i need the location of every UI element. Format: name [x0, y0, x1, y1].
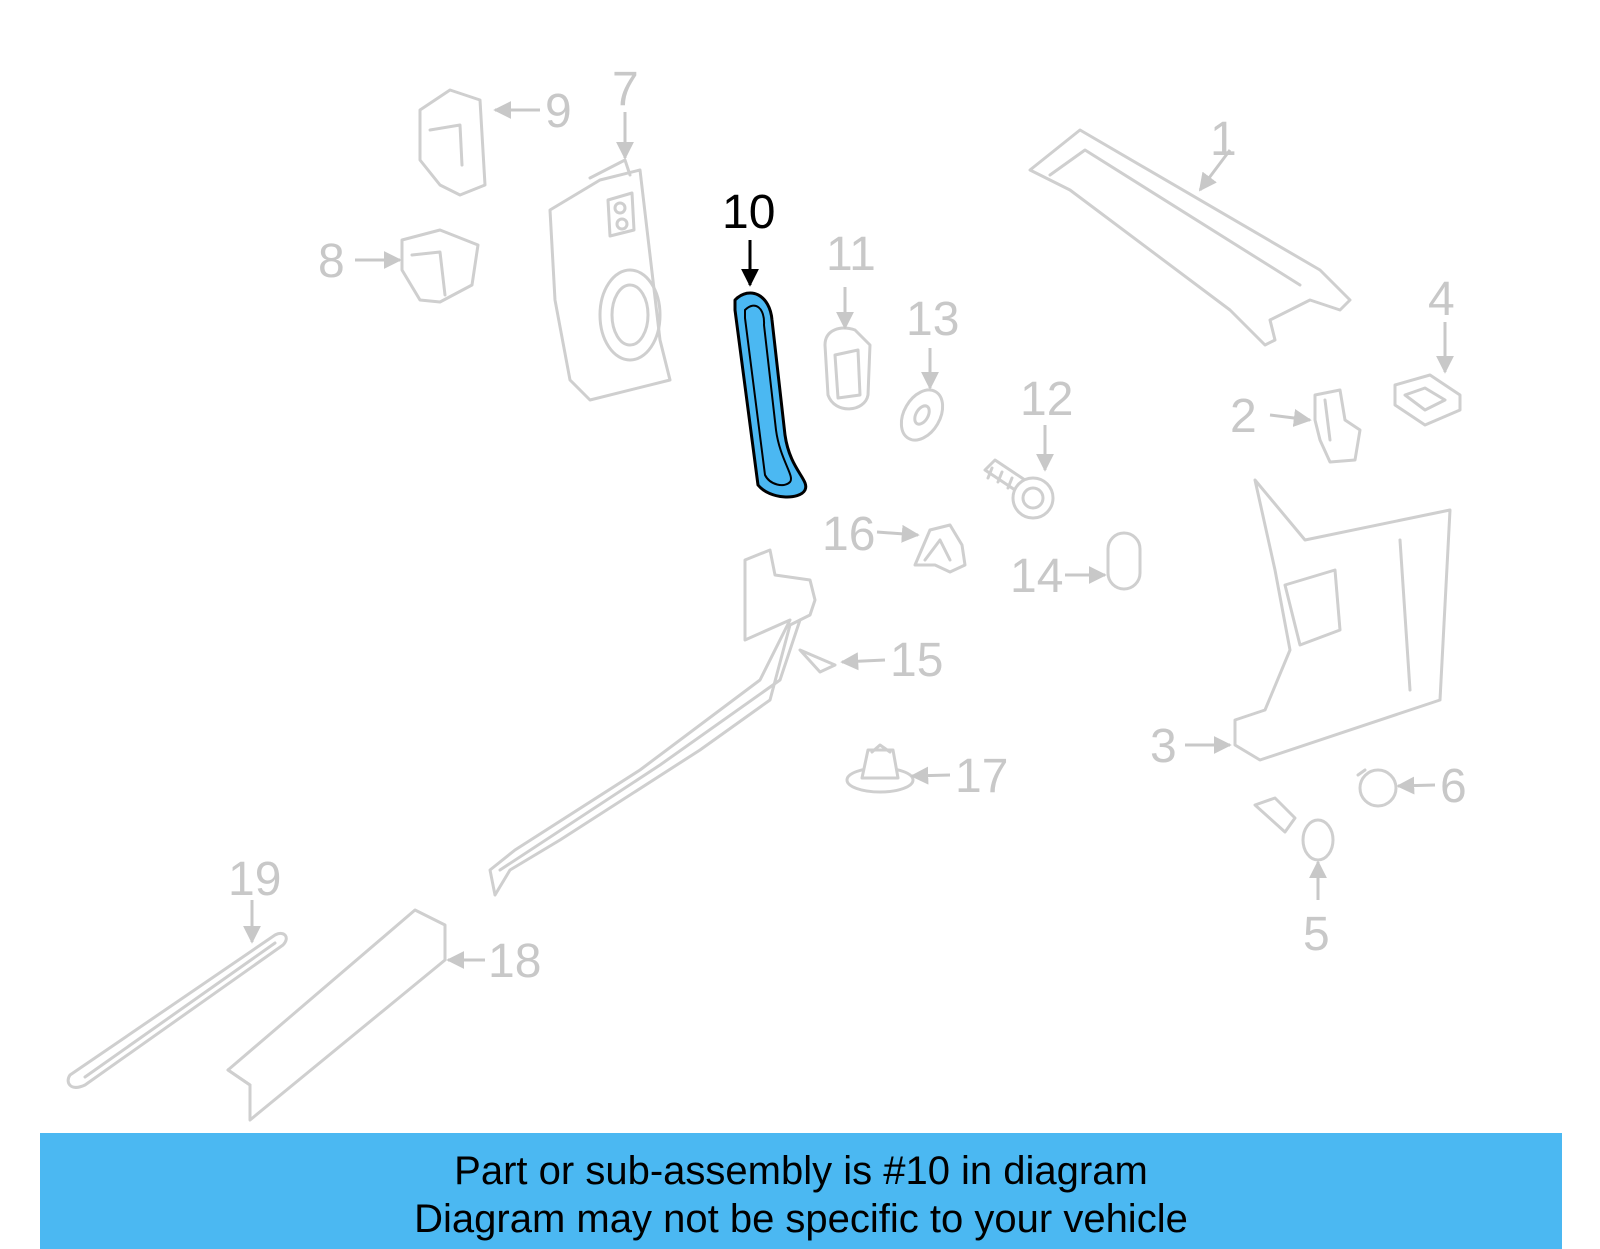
part-2-clip[interactable] [1313, 388, 1362, 464]
part-11-grommet[interactable] [823, 326, 872, 411]
leader-1 [1198, 149, 1232, 192]
part-16-clip[interactable] [913, 523, 967, 574]
callout-15[interactable]: 15 [890, 634, 943, 687]
part-4-clip[interactable] [1393, 373, 1462, 427]
callout-12[interactable]: 12 [1020, 373, 1073, 426]
part-17-nut[interactable] [845, 743, 915, 794]
part-5-push-pin[interactable] [1253, 796, 1335, 862]
part-10-highlighted-trim[interactable] [733, 291, 808, 499]
callout-19[interactable]: 19 [228, 853, 281, 906]
part-14-plug[interactable] [1106, 531, 1142, 591]
callout-3[interactable]: 3 [1150, 720, 1177, 773]
banner-line-1: Part or sub-assembly is #10 in diagram [454, 1149, 1148, 1193]
leader-17 [910, 766, 951, 785]
leader-2 [1269, 409, 1312, 427]
callout-14[interactable]: 14 [1010, 550, 1063, 603]
callout-4[interactable]: 4 [1428, 273, 1455, 326]
part-19-scuff-strip[interactable] [66, 931, 288, 1089]
callout-11[interactable]: 11 [826, 228, 876, 281]
callout-9[interactable]: 9 [545, 85, 572, 138]
callout-18[interactable]: 18 [488, 935, 541, 988]
callout-13[interactable]: 13 [906, 293, 959, 346]
callout-8[interactable]: 8 [318, 235, 345, 288]
part-13-washer[interactable] [893, 383, 951, 448]
part-7-b-pillar-trim[interactable] [548, 158, 672, 402]
leader-15 [840, 652, 886, 671]
callout-5[interactable]: 5 [1303, 908, 1330, 961]
part-1-a-pillar-trim[interactable] [1028, 128, 1352, 347]
callout-6[interactable]: 6 [1440, 760, 1467, 813]
part-15-sill-plate[interactable] [488, 548, 837, 897]
callout-10[interactable]: 10 [722, 186, 775, 239]
callout-17[interactable]: 17 [955, 750, 1008, 803]
callout-1[interactable]: 1 [1210, 113, 1237, 166]
part-9-bracket[interactable] [418, 88, 487, 197]
banner-line-2: Diagram may not be specific to your vehi… [414, 1197, 1188, 1241]
part-3-kick-panel[interactable] [1233, 478, 1452, 762]
part-12-screw[interactable] [983, 458, 1055, 520]
part-18-trim-strip[interactable] [226, 908, 447, 1122]
info-banner: Part or sub-assembly is #10 in diagram D… [40, 1133, 1562, 1249]
leader-6 [1396, 776, 1436, 795]
part-6-button-clip[interactable] [1356, 768, 1398, 808]
callout-2[interactable]: 2 [1230, 390, 1257, 443]
callout-7[interactable]: 7 [612, 63, 639, 116]
part-8-bracket[interactable] [400, 228, 480, 304]
leader-16 [876, 524, 920, 543]
callout-16[interactable]: 16 [822, 508, 875, 561]
